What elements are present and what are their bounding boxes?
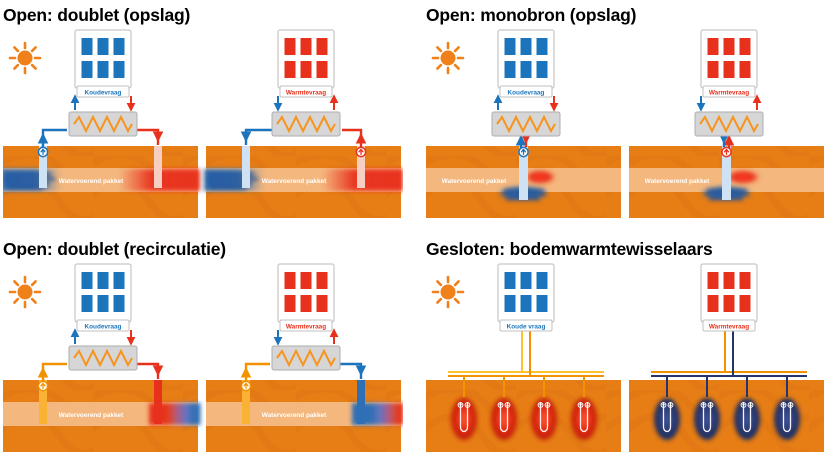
warm-well: [357, 146, 365, 188]
heat-exchanger: [271, 111, 341, 137]
heat-exchanger: [694, 111, 764, 137]
building-pipes: [493, 94, 559, 112]
building-icon: [74, 263, 132, 323]
quadrant-title: Gesloten: bodemwarmtewisselaars: [426, 239, 713, 259]
snowflake-icon: [214, 44, 242, 72]
wellhead-pump-icon: [37, 380, 49, 392]
snowflake-icon: [637, 44, 665, 72]
building-pipes: [70, 94, 136, 112]
borehole-loops: [451, 398, 597, 440]
manifold-pipes: [651, 331, 807, 397]
demand-label: Warmtevraag: [709, 323, 749, 330]
aquifer-label: Watervoerend pakket: [59, 412, 124, 419]
ground-pipes: [37, 128, 164, 147]
sun-icon: [8, 275, 42, 309]
sun-icon: [431, 275, 465, 309]
mono-well: [722, 146, 731, 200]
demand-label: Koudevraag: [85, 89, 122, 96]
quadrant-doublet-recirculatie: Open: doublet (recirculatie): [3, 238, 405, 454]
quadrant-title: Open: doublet (opslag): [3, 5, 191, 25]
demand-label: Warmtevraag: [286, 89, 326, 96]
injection-well: [357, 380, 365, 424]
mono-well: [519, 146, 528, 200]
heat-exchanger: [68, 345, 138, 371]
building-icon: [277, 29, 335, 89]
building-pipes: [70, 328, 136, 346]
building-icon: [74, 29, 132, 89]
quadrant-title: Open: doublet (recirculatie): [3, 239, 226, 259]
demand-label: Koudevraag: [508, 89, 545, 96]
snowflake-icon: [214, 278, 242, 306]
aquifer-label: Watervoerend pakket: [59, 178, 124, 185]
quadrant-doublet-opslag: Open: doublet (opslag): [3, 4, 405, 220]
heat-exchanger: [271, 345, 341, 371]
extraction-well: [39, 380, 47, 424]
ground-pipes: [37, 362, 164, 381]
panel-summer: Koudevraag Watervoerend pakket: [3, 29, 200, 218]
demand-label-box: [702, 319, 756, 332]
wellhead-pump-icon: [37, 146, 49, 158]
warm-well: [154, 146, 162, 188]
ground-pipes: [240, 362, 367, 381]
wellhead-pump-icon: [518, 146, 529, 158]
demand-label: Warmtevraag: [709, 89, 749, 96]
warm-bubble: [524, 169, 556, 185]
demand-label-box: [76, 85, 130, 98]
warm-bubble: [726, 169, 760, 185]
demand-label: Warmtevraag: [286, 323, 326, 330]
monobron-diagram: Koudevraag Watervoerend pakket: [426, 29, 824, 218]
aquifer-label: Watervoerend pakket: [262, 412, 327, 419]
panel-summer: Koudevraag Watervoerend pakket: [426, 29, 621, 218]
cold-storage-zone: [204, 169, 264, 191]
extraction-well: [242, 380, 250, 424]
doublet-opslag-diagram: Koudevraag Watervoerend pakket: [3, 29, 403, 218]
demand-label-box: [499, 319, 553, 332]
cold-well: [39, 146, 47, 188]
snowflake-icon: [637, 278, 665, 306]
recirculatie-diagram: Koudevraag Watervoerend pakket: [3, 263, 403, 452]
heat-exchanger: [68, 111, 138, 137]
aquifer-label: Watervoerend pakket: [442, 178, 507, 185]
building-icon: [700, 263, 758, 323]
demand-label-box: [279, 85, 333, 98]
building-pipes: [273, 328, 339, 346]
panel-winter: Warmtevraag Watervoerend pakket: [629, 29, 824, 218]
panel-winter: Warmtevraag Watervoerend pakket: [206, 263, 403, 452]
building-icon: [497, 29, 555, 89]
panel-summer: Koude vraag: [426, 263, 621, 452]
manifold-pipes: [448, 331, 604, 397]
building-icon: [700, 29, 758, 89]
aquifer-label: Watervoerend pakket: [645, 178, 710, 185]
sun-icon: [431, 41, 465, 75]
demand-label-box: [702, 85, 756, 98]
wellhead-pump-icon: [240, 380, 252, 392]
cold-storage-zone: [3, 169, 61, 191]
demand-label: Koudevraag: [85, 323, 122, 330]
borehole-loops: [654, 398, 800, 440]
building-pipes: [696, 94, 762, 112]
demand-label-box: [279, 319, 333, 332]
heat-exchanger: [491, 111, 561, 137]
wellhead-pump-icon: [355, 146, 367, 158]
injection-well: [154, 380, 162, 424]
aquifer-label: Watervoerend pakket: [262, 178, 327, 185]
building-pipes: [273, 94, 339, 112]
demand-label-box: [76, 319, 130, 332]
panel-summer: Koudevraag Watervoerend pakket: [3, 263, 201, 452]
demand-label-box: [499, 85, 553, 98]
quadrant-title: Open: monobron (opslag): [426, 5, 637, 25]
sun-icon: [8, 41, 42, 75]
gesloten-diagram: Koude vraag: [426, 263, 824, 452]
cold-well: [242, 146, 250, 188]
building-icon: [277, 263, 335, 323]
ground-pipes: [240, 128, 367, 147]
quadrant-gesloten-bodemwarmtewisselaars: Gesloten: bodemwarmtewisselaars: [426, 238, 828, 454]
wellhead-pump-icon: [721, 146, 732, 158]
demand-label: Koude vraag: [507, 323, 546, 330]
building-icon: [497, 263, 555, 323]
quadrant-monobron-opslag: Open: monobron (opslag): [426, 4, 828, 220]
panel-winter: Warmtevraag: [629, 263, 824, 452]
panel-winter: Warmtevraag Watervoerend pakket: [204, 29, 403, 218]
